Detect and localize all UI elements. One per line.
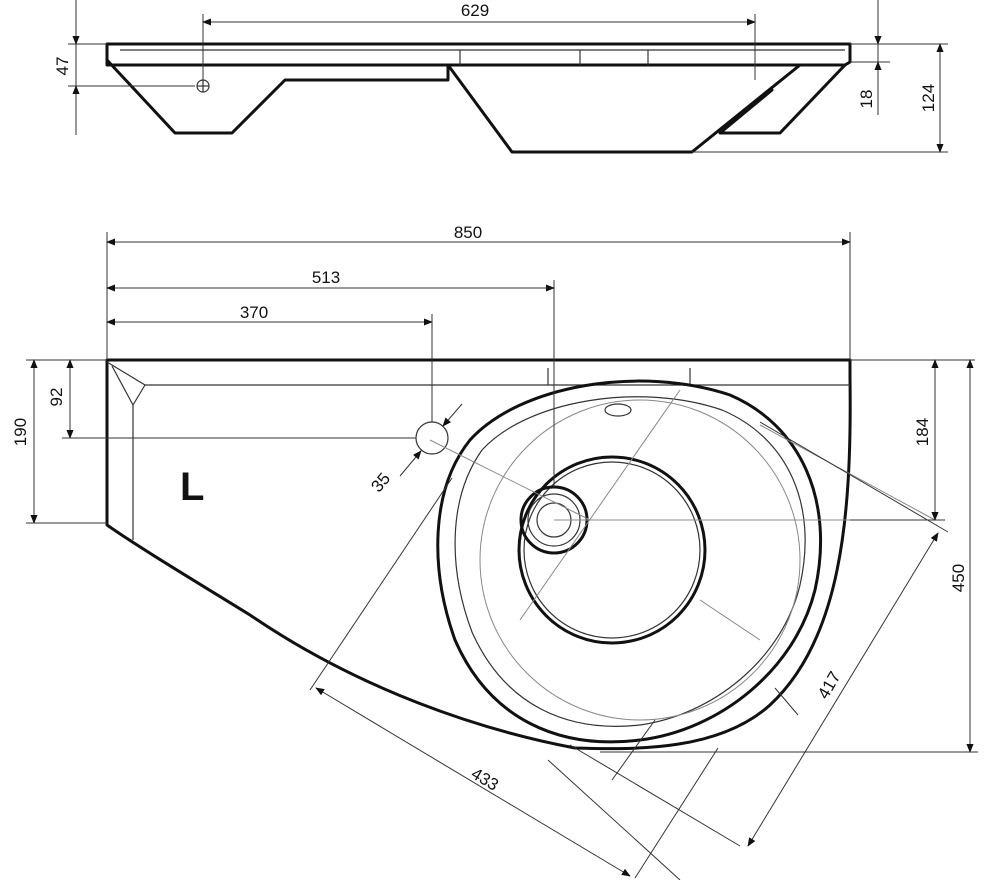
dim-433-line: [315, 687, 631, 877]
dim-35-line-upper: [442, 403, 463, 427]
diag-guide-c: [699, 599, 761, 641]
dim-450-label: 450: [949, 564, 968, 592]
dim-417-ext-left: [569, 744, 741, 847]
diag-guide-b: [759, 424, 936, 521]
dim-417-ext-b: [611, 719, 656, 781]
dim-35-line-lower: [399, 450, 422, 477]
dim-184-label: 184: [913, 418, 932, 446]
dim-433-ext-right: [634, 747, 719, 879]
side-view: 629 47 18 124: [53, 0, 948, 154]
dim-124-label: 124: [919, 84, 938, 112]
dim-47-label: 47: [53, 57, 72, 76]
dim-190-label: 190: [11, 418, 30, 446]
dim-433-ext-left: [309, 477, 453, 691]
dim-417-line: [747, 532, 939, 847]
side-view-right-bracket: [718, 63, 847, 135]
side-view-slab: [105, 42, 852, 67]
dim-629-label: 629: [461, 1, 489, 20]
diag-guide-a: [429, 439, 591, 521]
overflow-hole: [604, 403, 632, 417]
plan-left-chamfer: [106, 361, 146, 540]
basin-outer-rim: [436, 379, 823, 744]
dim-513-label: 513: [312, 268, 340, 287]
plan-left-chamfer-edge: [111, 365, 134, 406]
dim-417-label: 417: [814, 668, 845, 702]
plan-view: L 850 513 370 190 92 35: [11, 223, 978, 880]
dim-92-label: 92: [47, 388, 66, 407]
diag-guide-d: [519, 389, 681, 621]
dim-417-ext-right: [759, 421, 949, 533]
basin-bowl: [517, 455, 707, 645]
side-view-basin: [446, 63, 802, 154]
dim-35-label: 35: [367, 469, 394, 496]
dim-850-label: 850: [454, 223, 482, 242]
basin-bowl-inner: [523, 461, 701, 639]
dim-417-ext-a: [774, 687, 799, 716]
tap-hole: [415, 421, 449, 455]
side-view-left-bracket: [105, 58, 450, 135]
dim-370-label: 370: [240, 303, 268, 322]
dim-433-label: 433: [468, 764, 502, 795]
side-label: L: [180, 465, 204, 509]
dim-18-label: 18: [857, 90, 876, 109]
